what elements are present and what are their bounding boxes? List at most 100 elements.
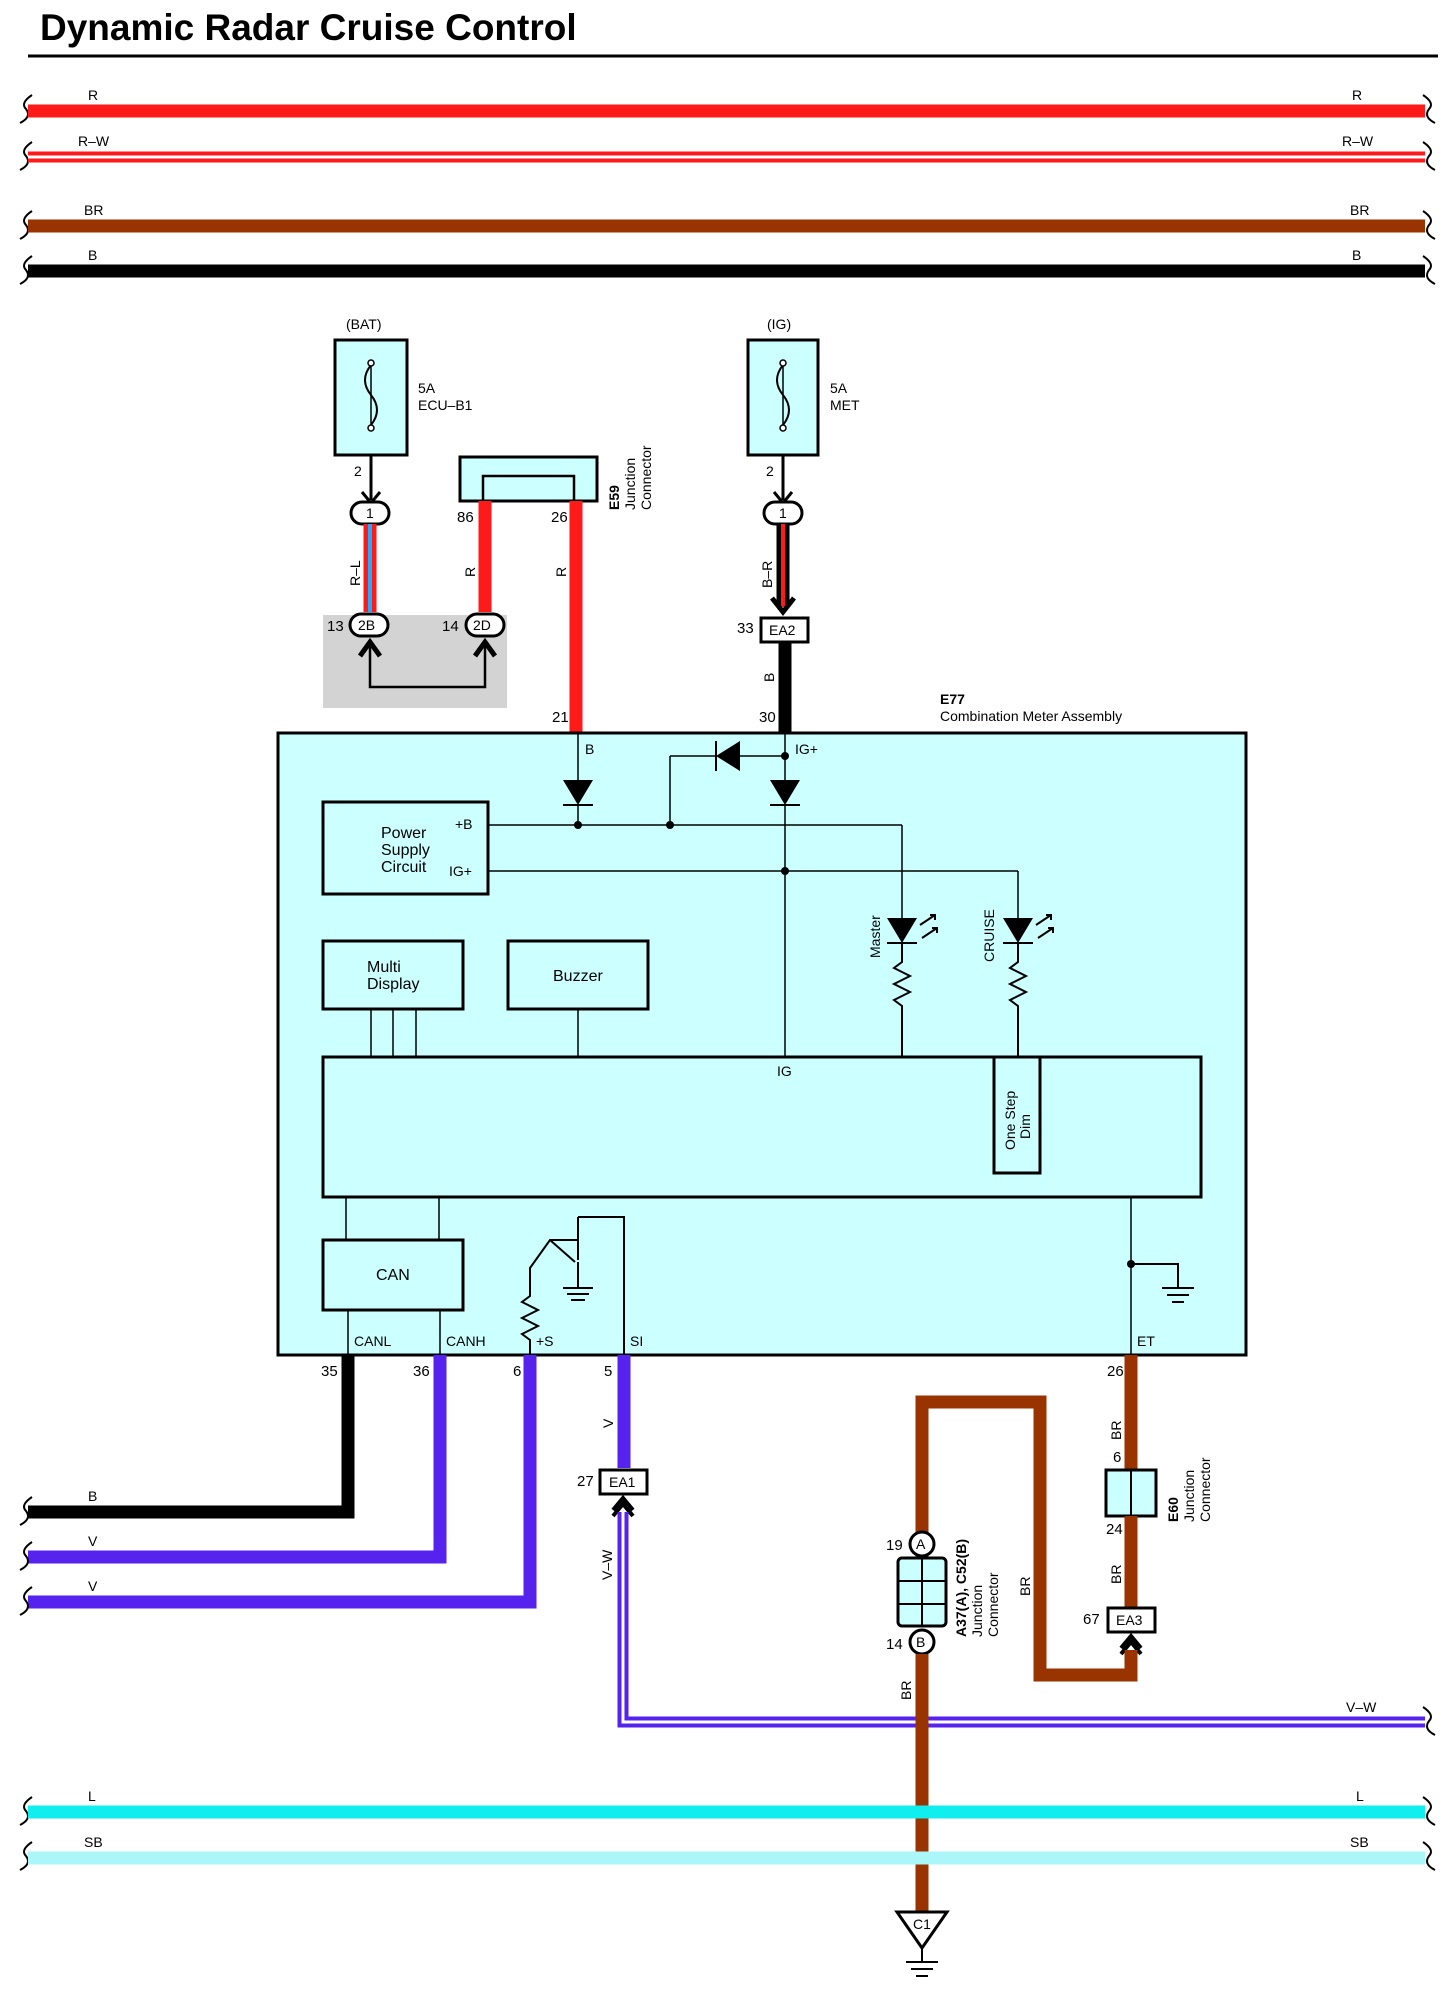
met-output: 2 1 B–R 33 EA2 B — [737, 455, 810, 733]
fuse-ecu-b1: (BAT) 5A ECU–B1 — [333, 316, 473, 457]
multi-display-line2: Display — [367, 976, 419, 993]
bus-label-sb-right: SB — [1350, 1834, 1369, 1850]
connector-ea1-label: EA1 — [609, 1474, 636, 1490]
ecu-b1-output: 2 1 R–L — [347, 455, 391, 612]
pin-a: A — [916, 1536, 926, 1552]
bus-wire-b: B B — [19, 247, 1436, 285]
e59-desc2: Connector — [638, 445, 654, 510]
pin-14: 14 — [442, 618, 459, 635]
bus-wire-sb: SB SB — [19, 1834, 1436, 1871]
fuse-bat-rating: 5A — [418, 380, 436, 396]
wire-label-br2: BR — [1108, 1565, 1124, 1584]
meter-b-terminal: B — [585, 741, 594, 757]
wire-label-br: B–R — [759, 561, 775, 588]
terminal-et: ET — [1137, 1333, 1155, 1349]
meter-code: E77 — [940, 691, 965, 707]
wire-label-out-b: B — [88, 1488, 97, 1504]
wire-label-out-v1: V — [88, 1533, 98, 1549]
fuse-ig-source: (IG) — [767, 316, 791, 332]
can-label: CAN — [376, 1267, 410, 1284]
main-controller-block — [321, 1055, 1203, 1199]
terminal-si: SI — [630, 1333, 643, 1349]
e59-code: E59 — [606, 485, 622, 510]
bus-label-sb-left: SB — [84, 1834, 103, 1850]
power-supply-line3: Circuit — [381, 859, 427, 876]
connector-ea3 — [1106, 1606, 1157, 1634]
bus-wire-l: L L — [19, 1788, 1436, 1826]
a37-code: A37(A), C52(B) — [953, 1539, 969, 1637]
pin-27: 27 — [577, 1473, 594, 1490]
can-block — [321, 1238, 465, 1312]
bus-label-br-right: BR — [1350, 202, 1369, 218]
power-supply-line2: Supply — [381, 842, 430, 859]
e60-desc2: Connector — [1197, 1457, 1213, 1522]
pin-2d: 2D — [473, 617, 491, 633]
pin-35: 35 — [321, 1363, 338, 1380]
bus-label-r-right: R — [1352, 87, 1362, 103]
diagram-title: Dynamic Radar Cruise Control — [40, 7, 577, 48]
one-step-dim-line1: One Step — [1002, 1091, 1018, 1150]
fuse-bat-source: (BAT) — [346, 316, 382, 332]
e60-desc1: Junction — [1181, 1470, 1197, 1522]
pin-67: 67 — [1083, 1611, 1100, 1628]
ps-ig-terminal: IG+ — [449, 863, 472, 879]
pin-26: 26 — [1107, 1363, 1124, 1380]
pin-14b: 14 — [886, 1636, 903, 1653]
e59-junction-connector: 86 26 E59 Junction Connector R R — [457, 445, 654, 733]
buzzer — [506, 939, 650, 1011]
bus-wire-br: BR BR — [19, 202, 1436, 240]
pin-b: B — [916, 1634, 925, 1650]
terminal-canh: CANH — [446, 1333, 486, 1349]
ground-c1-label: C1 — [913, 1916, 931, 1932]
bus-label-l-right: L — [1356, 1788, 1364, 1804]
meter-igplus-terminal: IG+ — [795, 741, 818, 757]
terminal-canl: CANL — [354, 1333, 392, 1349]
e60-code: E60 — [1165, 1497, 1181, 1522]
e59-pin-86: 86 — [457, 509, 474, 526]
power-supply-line1: Power — [381, 825, 427, 842]
et-wire: 26 BR 6 E60 Junction Connector 24 BR 67 … — [915, 1355, 1213, 1682]
wire-label-out-v2: V — [88, 1578, 98, 1594]
pin-24: 24 — [1106, 1521, 1123, 1538]
fuse-ig-rating: 5A — [830, 380, 848, 396]
pin-21: 21 — [552, 709, 569, 726]
pin-30: 30 — [759, 709, 776, 726]
wire-label-r1: R — [462, 567, 478, 577]
wire-label-rl: R–L — [347, 560, 363, 586]
can-wires: 35 36 6 5 B V V — [19, 1355, 612, 1616]
ig-label: IG — [777, 1063, 792, 1079]
wire-label-vw: V–W — [599, 1549, 615, 1580]
pin-33: 33 — [737, 620, 754, 637]
fuse-ig-name: MET — [830, 397, 860, 413]
e59-desc1: Junction — [622, 458, 638, 510]
wire-label-br1: BR — [1108, 1421, 1124, 1440]
fuse-bat-name: ECU–B1 — [418, 397, 473, 413]
pin-19: 19 — [886, 1537, 903, 1554]
met-pin: 2 — [766, 463, 774, 479]
bus-label-r-left: R — [88, 87, 98, 103]
power-supply-circuit — [321, 800, 490, 896]
bus-wire-rw: R–W R–W — [19, 133, 1436, 171]
connector-ea2-label: EA2 — [769, 622, 796, 638]
bus-label-br-left: BR — [84, 202, 103, 218]
connector-1-right-label: 1 — [779, 505, 787, 521]
one-step-dim-line2: Dim — [1017, 1114, 1033, 1139]
wire-label-b: B — [761, 673, 777, 682]
pin-5: 5 — [604, 1363, 612, 1380]
ground-c1: C1 — [894, 1910, 950, 1977]
cruise-led-label: CRUISE — [981, 909, 997, 962]
a37-desc2: Connector — [985, 1572, 1001, 1637]
bus-label-l-left: L — [88, 1788, 96, 1804]
connector-ea1 — [598, 1468, 649, 1496]
a37-desc1: Junction — [969, 1585, 985, 1637]
bus-label-rw-right: R–W — [1342, 133, 1374, 149]
e59-pin-26: 26 — [551, 509, 568, 526]
wire-label-r2: R — [553, 567, 569, 577]
buzzer-label: Buzzer — [553, 968, 603, 985]
bus-label-b-left: B — [88, 247, 97, 263]
pin-6: 6 — [513, 1363, 521, 1380]
bus-label-rw-left: R–W — [78, 133, 110, 149]
terminal-plus-s: +S — [536, 1333, 554, 1349]
wire-label-v: V — [600, 1418, 616, 1428]
